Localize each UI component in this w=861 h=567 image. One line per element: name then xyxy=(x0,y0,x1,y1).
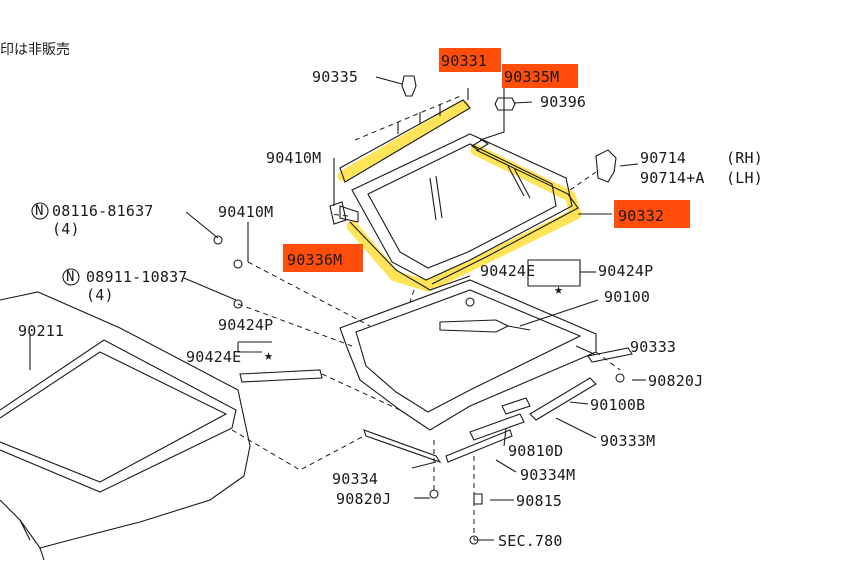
glass-assembly xyxy=(329,75,617,291)
car-body xyxy=(0,291,251,561)
label-90100: 90100 xyxy=(604,288,650,306)
highlight-box-90331 xyxy=(439,48,501,72)
highlight-boxes xyxy=(283,48,690,272)
label-90396: 90396 xyxy=(540,93,586,111)
label-90424e-top: 90424E xyxy=(480,262,535,280)
label-90714: 90714 xyxy=(640,149,686,167)
label-90424e-left: 90424E xyxy=(186,348,241,366)
n-marker-2: N xyxy=(66,269,74,285)
label-90336m: 90336M xyxy=(287,251,342,269)
label-90335: 90335 xyxy=(312,68,358,86)
upper-molding-highlight xyxy=(337,100,470,182)
label-90820j-bottom: 90820J xyxy=(336,490,391,508)
label-08911: 08911-10837 xyxy=(86,268,188,286)
label-sec780: SEC.780 xyxy=(498,532,563,550)
label-90100b: 90100B xyxy=(590,396,645,414)
label-90424p-left: 90424P xyxy=(218,316,273,334)
label-90810d: 90810D xyxy=(508,442,563,460)
label-08116: 08116-81637 xyxy=(52,202,154,220)
label-90334: 90334 xyxy=(332,470,378,488)
note-text: 印は非販売 xyxy=(0,42,70,58)
seal-highlights xyxy=(337,100,582,292)
highlight-box-90335m xyxy=(502,64,578,88)
part-labels: 印は非販売 90335 90331 90335M 90396 90410M 90… xyxy=(0,42,763,550)
n-marker-circle-2 xyxy=(62,268,80,286)
n-marker-circle-1 xyxy=(31,202,49,220)
label-08911-qty: (4) xyxy=(86,286,114,304)
star-icon: ★ xyxy=(264,346,273,364)
label-90333m: 90333M xyxy=(600,432,655,450)
label-90410m-top: 90410M xyxy=(266,149,321,167)
label-90410m-mid: 90410M xyxy=(218,203,273,221)
star-icon: ★ xyxy=(554,280,563,298)
solid-leaders xyxy=(29,76,646,545)
label-90333: 90333 xyxy=(630,338,676,356)
hatch-panel xyxy=(213,235,633,505)
label-90424p-top: 90424P xyxy=(598,262,653,280)
label-90714a-lh: (LH) xyxy=(726,169,763,187)
label-90714a: 90714+A xyxy=(640,169,705,187)
label-90335m: 90335M xyxy=(504,68,559,86)
label-90714-rh: (RH) xyxy=(726,149,763,167)
dashed-leaders xyxy=(231,171,621,540)
label-90334m: 90334M xyxy=(520,466,575,484)
highlight-box-90336m xyxy=(283,244,363,272)
label-90815: 90815 xyxy=(516,492,562,510)
label-08116-qty: (4) xyxy=(52,220,80,238)
label-90820j-right: 90820J xyxy=(648,372,703,390)
highlight-box-90332 xyxy=(614,200,690,228)
label-90211: 90211 xyxy=(18,322,64,340)
label-90332: 90332 xyxy=(618,207,664,225)
glass-seal-highlight xyxy=(346,144,582,292)
n-marker-1: N xyxy=(35,203,43,219)
label-90331: 90331 xyxy=(441,52,487,70)
